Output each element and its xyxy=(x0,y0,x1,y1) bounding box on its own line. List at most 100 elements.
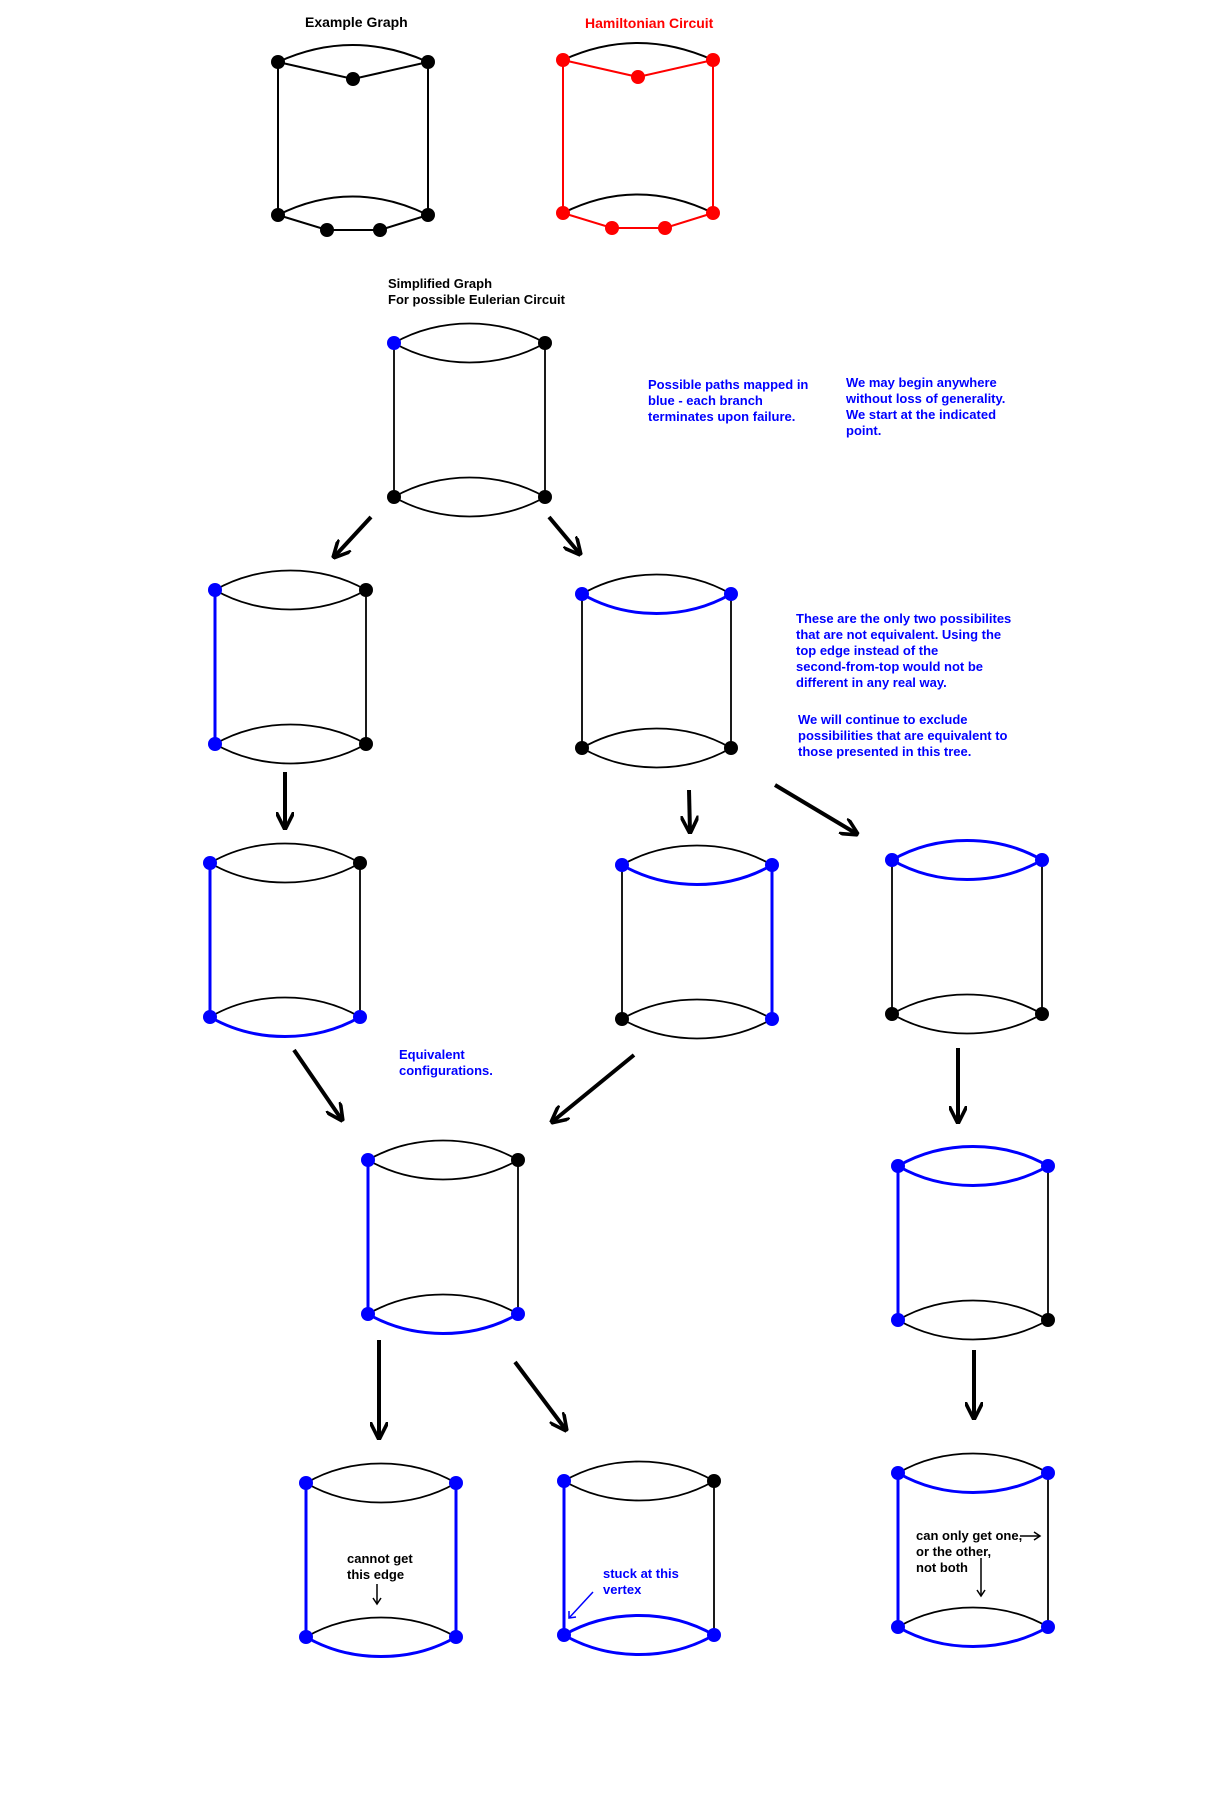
edge-bottom-upper xyxy=(891,993,1043,1015)
vertex xyxy=(353,856,367,870)
vertex xyxy=(557,1474,571,1488)
edge-top-upper xyxy=(562,42,714,61)
arrow xyxy=(334,515,373,557)
edge-top-upper xyxy=(563,1460,715,1482)
edge-bottom-lower xyxy=(305,1635,457,1658)
vertex xyxy=(724,741,738,755)
vertex xyxy=(1035,1007,1049,1021)
vertex xyxy=(575,587,589,601)
label-line: possibilities that are equivalent to xyxy=(798,728,1008,743)
edge-top-lower xyxy=(393,342,546,364)
graph-step1-right xyxy=(575,573,738,769)
graph-step3-merged xyxy=(361,1139,525,1335)
label-line: point. xyxy=(846,423,881,438)
label-line: vertex xyxy=(603,1582,642,1597)
vertex xyxy=(203,856,217,870)
hamiltonian-graph xyxy=(556,42,720,235)
vertex xyxy=(885,853,899,867)
vertex xyxy=(615,858,629,872)
vertex xyxy=(449,1476,463,1490)
edge-top-lower xyxy=(897,1164,1049,1187)
vertex xyxy=(271,55,285,69)
arrow xyxy=(773,783,857,834)
tree-arrows xyxy=(285,515,974,1438)
label-line: Equivalent xyxy=(399,1047,465,1062)
edge-bottom-lower xyxy=(214,743,367,765)
vertex xyxy=(511,1153,525,1167)
edge-top-upper xyxy=(367,1139,519,1161)
vertex xyxy=(387,490,401,504)
vertex xyxy=(1035,853,1049,867)
edge-bottom-lower xyxy=(891,1013,1043,1035)
label-line: second-from-top would not be xyxy=(796,659,983,674)
label-line: stuck at this xyxy=(603,1566,679,1581)
edge-bottom-upper xyxy=(367,1293,519,1315)
edge-top-lower xyxy=(897,1471,1049,1494)
edge-bottom-lower xyxy=(563,1633,715,1656)
arrow xyxy=(513,1360,566,1430)
vertex xyxy=(538,336,552,350)
label-line: or the other, xyxy=(916,1544,991,1559)
label-line: can only get one, xyxy=(916,1528,1022,1543)
hamiltonian-title: Hamiltonian Circuit xyxy=(585,15,714,31)
graph-step2-b xyxy=(615,844,779,1040)
edge-top-lower xyxy=(621,863,773,886)
edge-bottom-lower xyxy=(209,1015,361,1038)
edge-top-upper xyxy=(393,322,546,344)
vertex xyxy=(556,206,570,220)
edge-bottom-lower xyxy=(277,214,429,231)
vertex xyxy=(615,1012,629,1026)
edge-bottom-lower xyxy=(393,496,546,518)
edge-bottom-lower xyxy=(581,747,732,769)
graph-final-cannot xyxy=(299,1462,463,1658)
label-line: cannot get xyxy=(347,1551,413,1566)
vertex xyxy=(1041,1313,1055,1327)
edge-bottom-upper xyxy=(581,727,732,749)
vertex xyxy=(885,1007,899,1021)
vertex xyxy=(208,583,222,597)
edge-top-upper xyxy=(897,1452,1049,1474)
vertex xyxy=(724,587,738,601)
label-line: We will continue to exclude xyxy=(798,712,968,727)
vertex xyxy=(765,858,779,872)
label-line: those presented in this tree. xyxy=(798,744,971,759)
label-line: not both xyxy=(916,1560,968,1575)
label-line: terminates upon failure. xyxy=(648,409,795,424)
edge-bottom-upper xyxy=(305,1616,457,1638)
edge-bottom-upper xyxy=(209,996,361,1018)
vertex xyxy=(557,1628,571,1642)
edge-bottom-lower xyxy=(621,1018,773,1040)
vertex xyxy=(1041,1620,1055,1634)
example-graph-title: Example Graph xyxy=(305,14,408,30)
edge-top-upper xyxy=(581,573,732,595)
graph-step2-a xyxy=(203,842,367,1038)
arrow xyxy=(547,515,580,554)
label-line: We start at the indicated xyxy=(846,407,996,422)
edge-top-lower xyxy=(581,592,732,615)
edge-bottom-upper xyxy=(563,1614,715,1637)
graph-start xyxy=(387,322,552,518)
edge-top-lower xyxy=(214,589,367,611)
edge-top-upper xyxy=(621,844,773,866)
edge-top-lower xyxy=(209,862,361,884)
edge-bottom-upper xyxy=(897,1299,1049,1321)
vertex xyxy=(353,1010,367,1024)
label-line: These are the only two possibilites xyxy=(796,611,1011,626)
graph-final-stuck xyxy=(557,1460,721,1656)
label-line: Possible paths mapped in xyxy=(648,377,808,392)
vertex xyxy=(359,737,373,751)
vertex xyxy=(359,583,373,597)
vertex xyxy=(511,1307,525,1321)
edge-top-upper xyxy=(891,839,1043,862)
vertex xyxy=(361,1307,375,1321)
edge-bottom-upper xyxy=(562,193,714,214)
vertex xyxy=(271,208,285,222)
vertex xyxy=(299,1630,313,1644)
arrow xyxy=(552,1053,636,1122)
vertex xyxy=(1041,1159,1055,1173)
label-line: different in any real way. xyxy=(796,675,947,690)
arrow xyxy=(689,789,690,832)
